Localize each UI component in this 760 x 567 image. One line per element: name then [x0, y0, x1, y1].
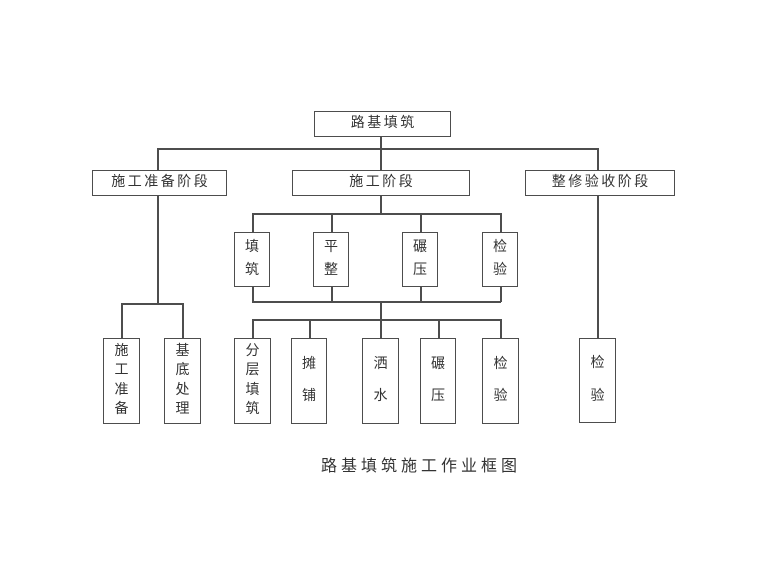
connector-line [380, 319, 382, 338]
connector-line [380, 196, 382, 214]
node-step-rolling: 碾压 [402, 232, 438, 287]
node-stage-preparation: 施工准备阶段 [92, 170, 227, 196]
connector-line [380, 301, 382, 320]
node-label: 施工准备 [114, 343, 129, 418]
node-label: 平整 [324, 240, 338, 278]
node-label: 碾压 [413, 240, 427, 278]
node-step-inspection: 检验 [482, 232, 518, 287]
diagram-caption: 路基填筑施工作业框图 [321, 458, 522, 475]
node-substep-rolling: 碾压 [420, 338, 456, 424]
node-substep-watering: 洒水 [362, 338, 399, 424]
connector-line [252, 213, 501, 215]
node-step-construction-prep: 施工准备 [103, 338, 140, 424]
connector-line [157, 148, 599, 150]
node-substep-inspection: 检验 [482, 338, 519, 424]
connector-line [252, 301, 501, 303]
node-label: 施工准备阶段 [111, 175, 211, 190]
connector-line [121, 303, 183, 305]
node-substep-layered-filling: 分层填筑 [234, 338, 271, 424]
node-roadbed-filling: 路基填筑 [314, 111, 451, 137]
connector-line [420, 287, 422, 302]
connector-line [331, 213, 333, 232]
node-label: 整修验收阶段 [551, 175, 651, 190]
connector-line [500, 287, 502, 302]
node-stage-construction: 施工阶段 [292, 170, 470, 196]
connector-line [252, 319, 502, 321]
connector-line [597, 196, 599, 338]
node-label: 检验 [493, 240, 507, 278]
connector-line [597, 148, 599, 171]
connector-line [500, 213, 502, 232]
node-label: 检验 [590, 356, 605, 404]
connector-line [157, 196, 159, 304]
node-label: 洒水 [373, 356, 388, 405]
node-label: 碾压 [431, 356, 445, 405]
node-label: 填筑 [245, 240, 259, 278]
node-step-filling: 填筑 [234, 232, 270, 287]
node-label: 分层填筑 [245, 343, 260, 418]
connector-line [157, 148, 159, 171]
connector-line [252, 287, 254, 302]
node-label: 检验 [493, 356, 508, 405]
node-substep-paving: 摊铺 [291, 338, 327, 424]
connector-line [420, 213, 422, 232]
node-label: 摊铺 [302, 356, 316, 405]
connector-line [438, 319, 440, 338]
connector-line [252, 213, 254, 232]
node-step-subgrade-treatment: 基底处理 [164, 338, 201, 424]
connector-line [121, 303, 123, 338]
connector-line [331, 287, 333, 302]
connector-line [252, 319, 254, 338]
node-label: 施工阶段 [349, 175, 416, 190]
connector-line [182, 303, 184, 338]
node-stage-acceptance: 整修验收阶段 [525, 170, 675, 196]
connector-line [380, 148, 382, 171]
node-label: 路基填筑 [350, 116, 417, 131]
connector-line [309, 319, 311, 338]
node-acceptance-inspection: 检验 [579, 338, 616, 423]
node-label: 基底处理 [175, 343, 190, 418]
node-step-leveling: 平整 [313, 232, 349, 287]
connector-line [500, 319, 502, 338]
connector-line [380, 137, 382, 149]
